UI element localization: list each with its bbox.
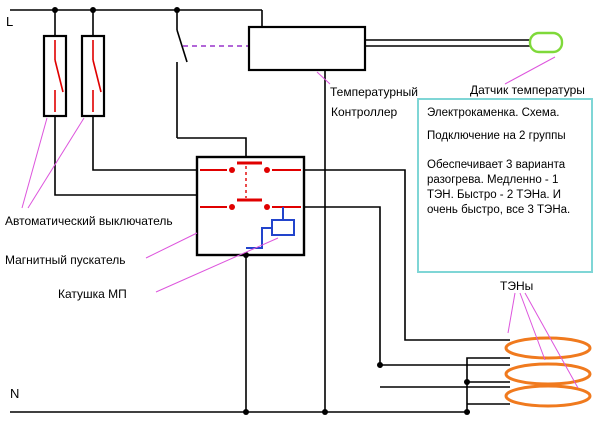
controller-relay bbox=[176, 10, 248, 157]
controller-label-line1: Температурный bbox=[330, 85, 418, 99]
controller-label-line2: Контроллер bbox=[331, 105, 398, 119]
n-bus-label: N bbox=[10, 386, 19, 401]
magnetic-contactor bbox=[195, 155, 306, 257]
leader-lines bbox=[21, 56, 579, 389]
temperature-sensor bbox=[528, 31, 564, 54]
heater-3 bbox=[504, 384, 592, 408]
note-groups: Подключение на 2 группы bbox=[427, 130, 566, 142]
note-title: Электрокаменка. Схема. bbox=[427, 107, 560, 119]
heater-2 bbox=[504, 362, 592, 386]
description-note: Электрокаменка. Схема. Подключение на 2 … bbox=[417, 98, 593, 273]
heaters-label: ТЭНы bbox=[500, 279, 533, 293]
breaker-label: Автоматический выключатель bbox=[5, 214, 173, 228]
temperature-controller bbox=[247, 25, 367, 72]
circuit-breakers bbox=[42, 10, 106, 118]
contactor-label: Магнитный пускатель bbox=[5, 253, 125, 267]
l-bus-label: L bbox=[6, 14, 13, 29]
heating-elements bbox=[504, 336, 592, 408]
coil-label: Катушка МП bbox=[58, 287, 127, 301]
note-modes: Обеспечивает 3 варианта разогрева. Медле… bbox=[427, 159, 571, 216]
heater-1 bbox=[504, 336, 592, 360]
sensor-label: Датчик температуры bbox=[470, 83, 585, 97]
